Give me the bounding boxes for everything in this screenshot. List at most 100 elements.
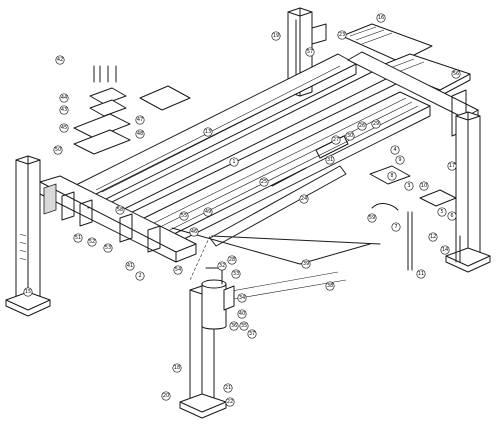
callout-38: 38: [325, 281, 335, 291]
svg-text:15: 15: [25, 289, 31, 295]
callout-11: 11: [416, 269, 426, 279]
callouts-layer: 1 2 3 4 5 6 7 8 9 10 11 12 13 14 15 16 1…: [23, 13, 461, 407]
svg-text:58: 58: [117, 207, 123, 213]
svg-text:55: 55: [181, 213, 187, 219]
svg-text:20: 20: [163, 393, 169, 399]
callout-3: 3: [404, 181, 414, 191]
svg-text:56: 56: [453, 71, 459, 77]
callout-16: 16: [376, 13, 386, 23]
svg-text:23: 23: [339, 32, 345, 38]
callout-29: 29: [371, 119, 381, 129]
callout-6: 6: [447, 211, 457, 221]
svg-text:16: 16: [378, 15, 384, 21]
svg-text:5: 5: [440, 209, 443, 215]
hydraulic-cylinder: [209, 135, 349, 247]
approach-ramp-upper: [341, 23, 433, 63]
svg-text:21: 21: [225, 385, 231, 391]
svg-text:8: 8: [390, 173, 393, 179]
callout-37: 37: [247, 329, 257, 339]
svg-text:11: 11: [418, 271, 424, 277]
callout-30: 30: [345, 131, 355, 141]
svg-text:1: 1: [232, 159, 235, 165]
svg-text:25: 25: [261, 179, 267, 185]
callout-31: 31: [325, 155, 335, 165]
callout-51: 51: [73, 233, 83, 243]
callout-13: 13: [203, 127, 213, 137]
callout-39: 39: [301, 259, 311, 269]
callout-22: 22: [225, 397, 235, 407]
callout-59: 59: [367, 213, 377, 223]
callout-27: 27: [331, 135, 341, 145]
callout-9: 9: [395, 155, 405, 165]
svg-text:19: 19: [273, 33, 279, 39]
svg-text:49: 49: [205, 209, 211, 215]
svg-text:3: 3: [407, 183, 410, 189]
callout-10: 10: [419, 181, 429, 191]
callout-53: 53: [103, 243, 113, 253]
callout-18: 18: [172, 363, 182, 373]
callout-17: 17: [447, 161, 457, 171]
svg-text:41: 41: [127, 263, 133, 269]
svg-text:22: 22: [227, 399, 233, 405]
svg-text:12: 12: [430, 234, 436, 240]
svg-text:2: 2: [138, 273, 141, 279]
svg-text:57: 57: [307, 49, 313, 55]
callout-42: 42: [55, 55, 65, 65]
callout-14: 14: [440, 245, 450, 255]
svg-text:24: 24: [301, 196, 307, 202]
svg-text:52: 52: [89, 239, 95, 245]
svg-text:36: 36: [231, 323, 237, 329]
svg-text:46: 46: [191, 229, 197, 235]
callout-57: 57: [305, 47, 315, 57]
svg-text:42: 42: [57, 57, 63, 63]
svg-text:50: 50: [55, 147, 61, 153]
svg-text:51: 51: [75, 235, 81, 241]
svg-text:53: 53: [105, 245, 111, 251]
left-plates: [73, 65, 131, 155]
callout-56: 56: [451, 69, 461, 79]
callout-5: 5: [437, 207, 447, 217]
svg-text:54: 54: [175, 267, 181, 273]
svg-text:59: 59: [369, 215, 375, 221]
callout-48: 48: [135, 129, 145, 139]
svg-text:43: 43: [61, 107, 67, 113]
callout-54: 54: [173, 265, 183, 275]
svg-text:45: 45: [61, 125, 67, 131]
svg-text:35: 35: [241, 323, 247, 329]
callout-19: 19: [271, 31, 281, 41]
right-hardware: [369, 165, 461, 271]
callout-26: 26: [357, 121, 367, 131]
callout-58: 58: [115, 205, 125, 215]
svg-text:14: 14: [442, 247, 448, 253]
svg-text:28: 28: [229, 257, 235, 263]
svg-text:40: 40: [239, 311, 245, 317]
callout-40: 40: [237, 309, 247, 319]
svg-text:4: 4: [393, 147, 396, 153]
svg-text:10: 10: [421, 183, 427, 189]
callout-41: 41: [125, 261, 135, 271]
svg-text:37: 37: [249, 331, 255, 337]
svg-text:47: 47: [137, 117, 143, 123]
callout-46: 46: [189, 227, 199, 237]
callout-50: 50: [53, 145, 63, 155]
callout-21: 21: [223, 383, 233, 393]
callout-1: 1: [229, 157, 239, 167]
callout-7: 7: [391, 222, 401, 232]
svg-text:29: 29: [373, 121, 379, 127]
svg-text:31: 31: [327, 157, 333, 163]
callout-33: 33: [231, 269, 241, 279]
post-right: [445, 111, 491, 273]
callout-32: 32: [217, 261, 227, 271]
callout-2: 2: [135, 271, 145, 281]
svg-text:32: 32: [219, 263, 225, 269]
svg-text:30: 30: [347, 133, 353, 139]
callout-55: 55: [179, 211, 189, 221]
svg-text:26: 26: [359, 123, 365, 129]
callout-34: 34: [237, 293, 247, 303]
callout-15: 15: [23, 287, 33, 297]
svg-text:27: 27: [333, 137, 339, 143]
callout-12: 12: [428, 232, 438, 242]
callout-44: 44: [59, 93, 69, 103]
svg-text:44: 44: [61, 95, 67, 101]
